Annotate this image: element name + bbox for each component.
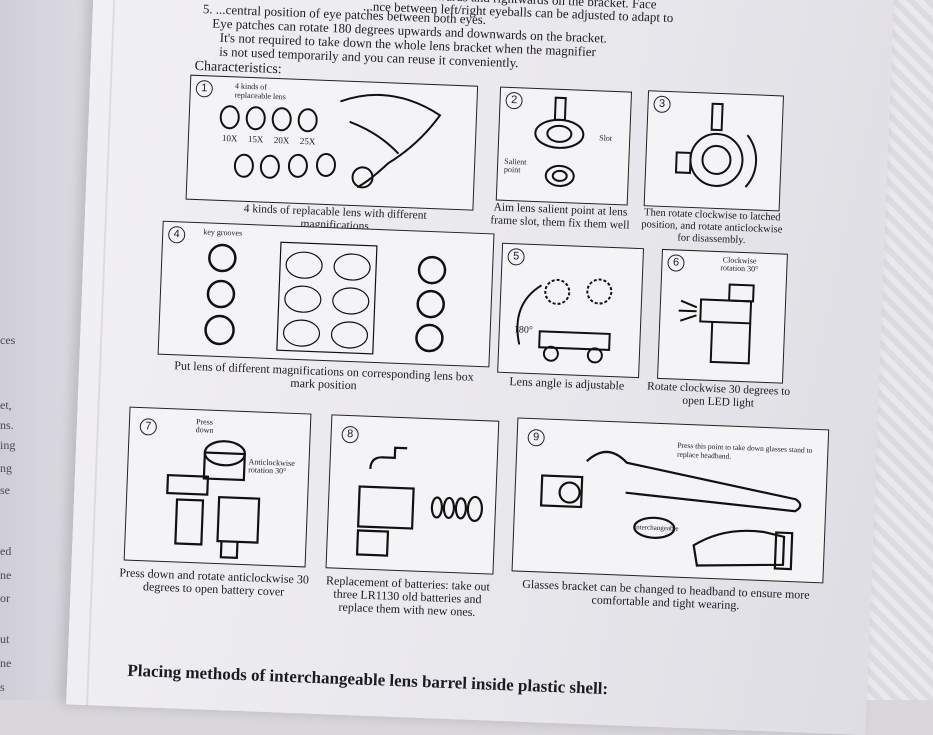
paper-fold bbox=[86, 0, 117, 706]
led-illustration bbox=[678, 283, 755, 365]
panel-3-rotate-lens: 3 bbox=[643, 90, 784, 212]
panel-4-lens-box: 4 key grooves bbox=[157, 220, 495, 368]
panel-1-replaceable-lens: 1 4 kinds of replaceable lens 10X 15X 20… bbox=[185, 74, 479, 211]
panel-9-headband: 9 Press this point to take down glasses … bbox=[511, 417, 830, 584]
instruction-sheet: ...twards and rightwards on the bracket.… bbox=[66, 0, 894, 735]
left-text-fragment: et, bbox=[0, 398, 12, 412]
panel-5-lens-angle: 5 180° bbox=[497, 242, 645, 379]
left-text-fragment: ns. bbox=[0, 418, 14, 432]
left-text-fragment: ne bbox=[0, 568, 12, 582]
bottom-heading: Placing methods of interchangeable lens … bbox=[127, 660, 609, 699]
lens-box-illustration bbox=[204, 241, 447, 355]
left-text-fragment: ing bbox=[0, 438, 16, 452]
magnification-label: 15X bbox=[247, 133, 264, 145]
left-text-fragment: ces bbox=[0, 333, 16, 347]
panel-7-battery-cover: 7 Press down Anticlockwise rotation 30° bbox=[123, 406, 312, 568]
magnification-label: 20X bbox=[273, 134, 290, 146]
panel-2-caption: Aim lens salient point at lens frame slo… bbox=[490, 201, 630, 232]
angle-label: 180° bbox=[513, 324, 533, 337]
panel-8-caption: Replacement of batteries: take out three… bbox=[325, 573, 491, 620]
lens-frame-illustration bbox=[534, 96, 585, 187]
rotation-illustration bbox=[674, 102, 758, 188]
battery-replacement-illustration bbox=[355, 446, 484, 557]
left-text-fragment: ut bbox=[0, 632, 10, 646]
magnification-label: 10X bbox=[221, 132, 238, 144]
panel-8-batteries: 8 bbox=[325, 414, 500, 575]
headband-illustration bbox=[539, 450, 802, 571]
salient-point-label: Salient point bbox=[503, 156, 527, 175]
panel-7-caption: Press down and rotate anticlockwise 30 d… bbox=[119, 565, 310, 599]
interchangeable-label: interchangeable bbox=[634, 523, 679, 533]
panel-2-lens-slot: 2 Slot Salient point bbox=[495, 86, 633, 206]
left-text-fragment: or bbox=[0, 591, 10, 605]
left-text-fragment: ne bbox=[0, 656, 12, 670]
battery-cover-illustration bbox=[166, 440, 261, 559]
slot-label: Slot bbox=[599, 133, 613, 143]
panel-3-caption: Then rotate clockwise to latched positio… bbox=[641, 207, 783, 247]
magnification-label: 25X bbox=[299, 135, 316, 147]
panel-6-caption: Rotate clockwise 30 degrees to open LED … bbox=[646, 380, 791, 410]
left-text-fragment: s bbox=[0, 680, 5, 694]
lens-illustration bbox=[219, 93, 442, 189]
left-text-fragment: ng bbox=[0, 461, 12, 475]
left-text-fragment: se bbox=[0, 483, 10, 497]
left-text-fragment: ed bbox=[0, 544, 12, 558]
lens-angle-illustration bbox=[516, 278, 613, 364]
panel-9-caption: Glasses bracket can be changed to headba… bbox=[522, 576, 810, 613]
panel-6-led-light: 6 Clockwise rotation 30° bbox=[657, 248, 788, 384]
